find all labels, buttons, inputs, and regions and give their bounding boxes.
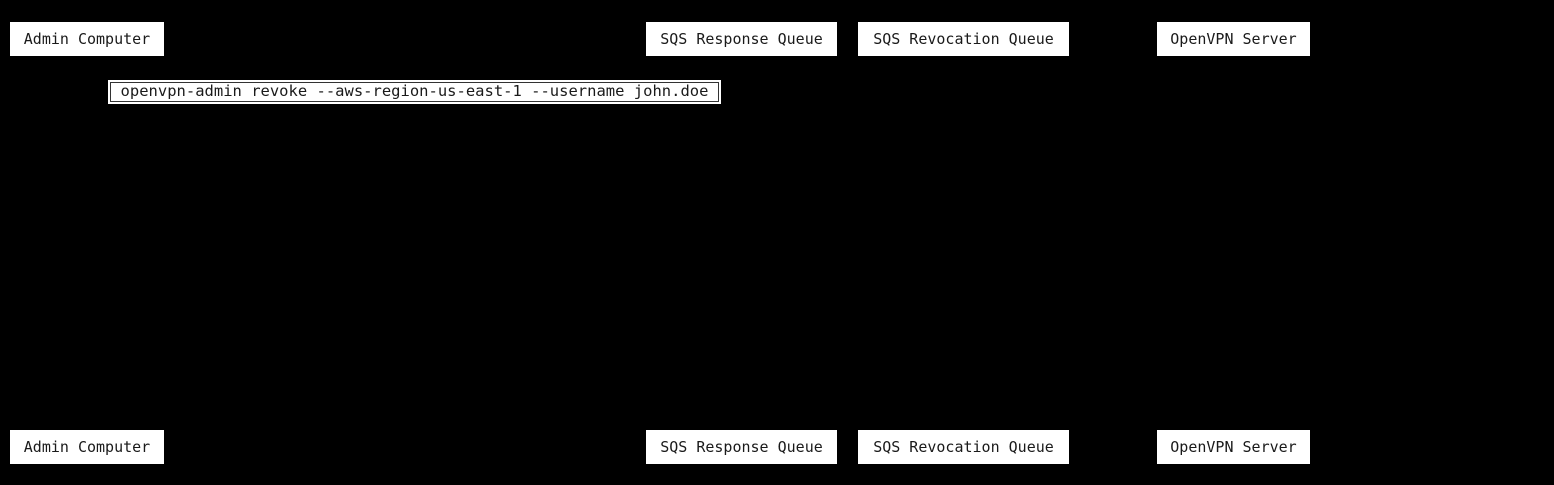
- participant-box-sqs-revocation-queue-bottom: SQS Revocation Queue: [858, 430, 1069, 464]
- participant-label: Admin Computer: [23, 29, 151, 48]
- participant-label: SQS Response Queue: [660, 29, 823, 48]
- participant-label: Admin Computer: [23, 437, 151, 456]
- participant-box-sqs-response-queue-top: SQS Response Queue: [646, 22, 837, 56]
- participant-box-admin-computer-top: Admin Computer: [10, 22, 164, 56]
- participant-label: OpenVPN Server: [1170, 29, 1297, 48]
- participant-label: SQS Response Queue: [660, 437, 823, 456]
- message-text: openvpn-admin revoke --aws-region-us-eas…: [120, 82, 709, 101]
- participant-box-sqs-response-queue-bottom: SQS Response Queue: [646, 430, 837, 464]
- participant-label: OpenVPN Server: [1170, 437, 1297, 456]
- participant-label: SQS Revocation Queue: [873, 29, 1054, 48]
- participant-box-admin-computer-bottom: Admin Computer: [10, 430, 164, 464]
- message-label-box: openvpn-admin revoke --aws-region-us-eas…: [108, 80, 721, 104]
- message-label-inner: openvpn-admin revoke --aws-region-us-eas…: [110, 82, 719, 102]
- participant-box-sqs-revocation-queue-top: SQS Revocation Queue: [858, 22, 1069, 56]
- participant-box-openvpn-server-top: OpenVPN Server: [1157, 22, 1310, 56]
- participant-box-openvpn-server-bottom: OpenVPN Server: [1157, 430, 1310, 464]
- participant-label: SQS Revocation Queue: [873, 437, 1054, 456]
